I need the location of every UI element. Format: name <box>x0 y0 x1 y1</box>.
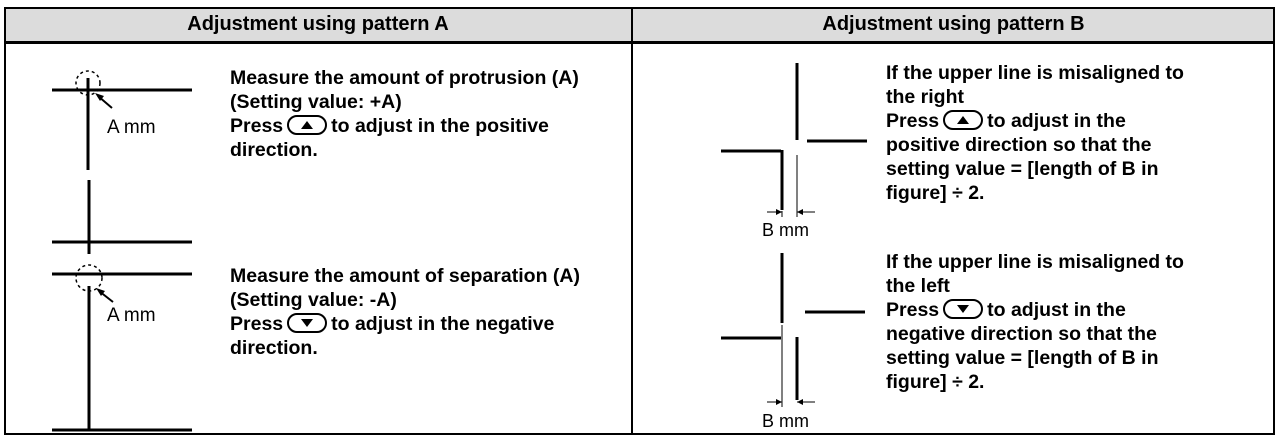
protrusion-figure <box>52 70 192 170</box>
down-arrow-key-icon <box>287 313 328 334</box>
separation-line2: (Setting value: -A) <box>230 289 397 311</box>
misaligned-left-line6: figure] ÷ 2. <box>886 371 985 394</box>
separation-line4: direction. <box>230 337 318 360</box>
misaligned-left-dim-label: B mm <box>762 411 809 431</box>
misaligned-left-line5: setting value = [length of B in <box>886 347 1159 370</box>
misaligned-right-figure <box>721 63 867 217</box>
misaligned-right-line6: figure] ÷ 2. <box>886 182 985 205</box>
protrusion-line2: (Setting value: +A) <box>230 91 402 113</box>
misaligned-left-text: If the upper line is misaligned to the l… <box>886 250 1184 394</box>
misaligned-left-figure <box>721 253 865 407</box>
header-pattern-b: Adjustment using pattern B <box>632 7 1275 43</box>
protrusion-line1: Measure the amount of protrusion (A) <box>230 67 579 89</box>
misaligned-right-line4: positive direction so that the <box>886 134 1152 157</box>
down-arrow-key-icon <box>943 299 984 320</box>
header-pattern-a-label: Adjustment using pattern A <box>187 12 449 35</box>
protrusion-dim-label: A mm <box>107 117 156 138</box>
up-arrow-key-icon <box>287 115 328 136</box>
protrusion-text: Measure the amount of protrusion (A) (Se… <box>230 66 579 162</box>
misaligned-right-dim-label: B mm <box>762 220 809 240</box>
adjustment-table: Adjustment using pattern A Adjustment us… <box>4 7 1275 435</box>
misaligned-right-text: If the upper line is misaligned to the r… <box>886 61 1184 205</box>
table-border-top <box>4 7 1275 44</box>
separation-line1: Measure the amount of separation (A) <box>230 265 580 287</box>
misaligned-right-line2: the right <box>886 86 964 108</box>
up-arrow-key-icon <box>943 110 984 131</box>
separation-figure <box>52 180 192 432</box>
separation-dim-label: A mm <box>107 305 156 326</box>
protrusion-line4: direction. <box>230 139 318 162</box>
misaligned-left-line4: negative direction so that the <box>886 323 1157 346</box>
column-divider <box>631 7 633 435</box>
misaligned-left-line1: If the upper line is misaligned to <box>886 251 1184 273</box>
separation-text: Measure the amount of separation (A) (Se… <box>230 264 580 360</box>
misaligned-right-line5: setting value = [length of B in <box>886 158 1159 181</box>
header-pattern-b-label: Adjustment using pattern B <box>822 12 1085 35</box>
misaligned-left-line2: the left <box>886 275 950 297</box>
misaligned-right-line1: If the upper line is misaligned to <box>886 62 1184 84</box>
